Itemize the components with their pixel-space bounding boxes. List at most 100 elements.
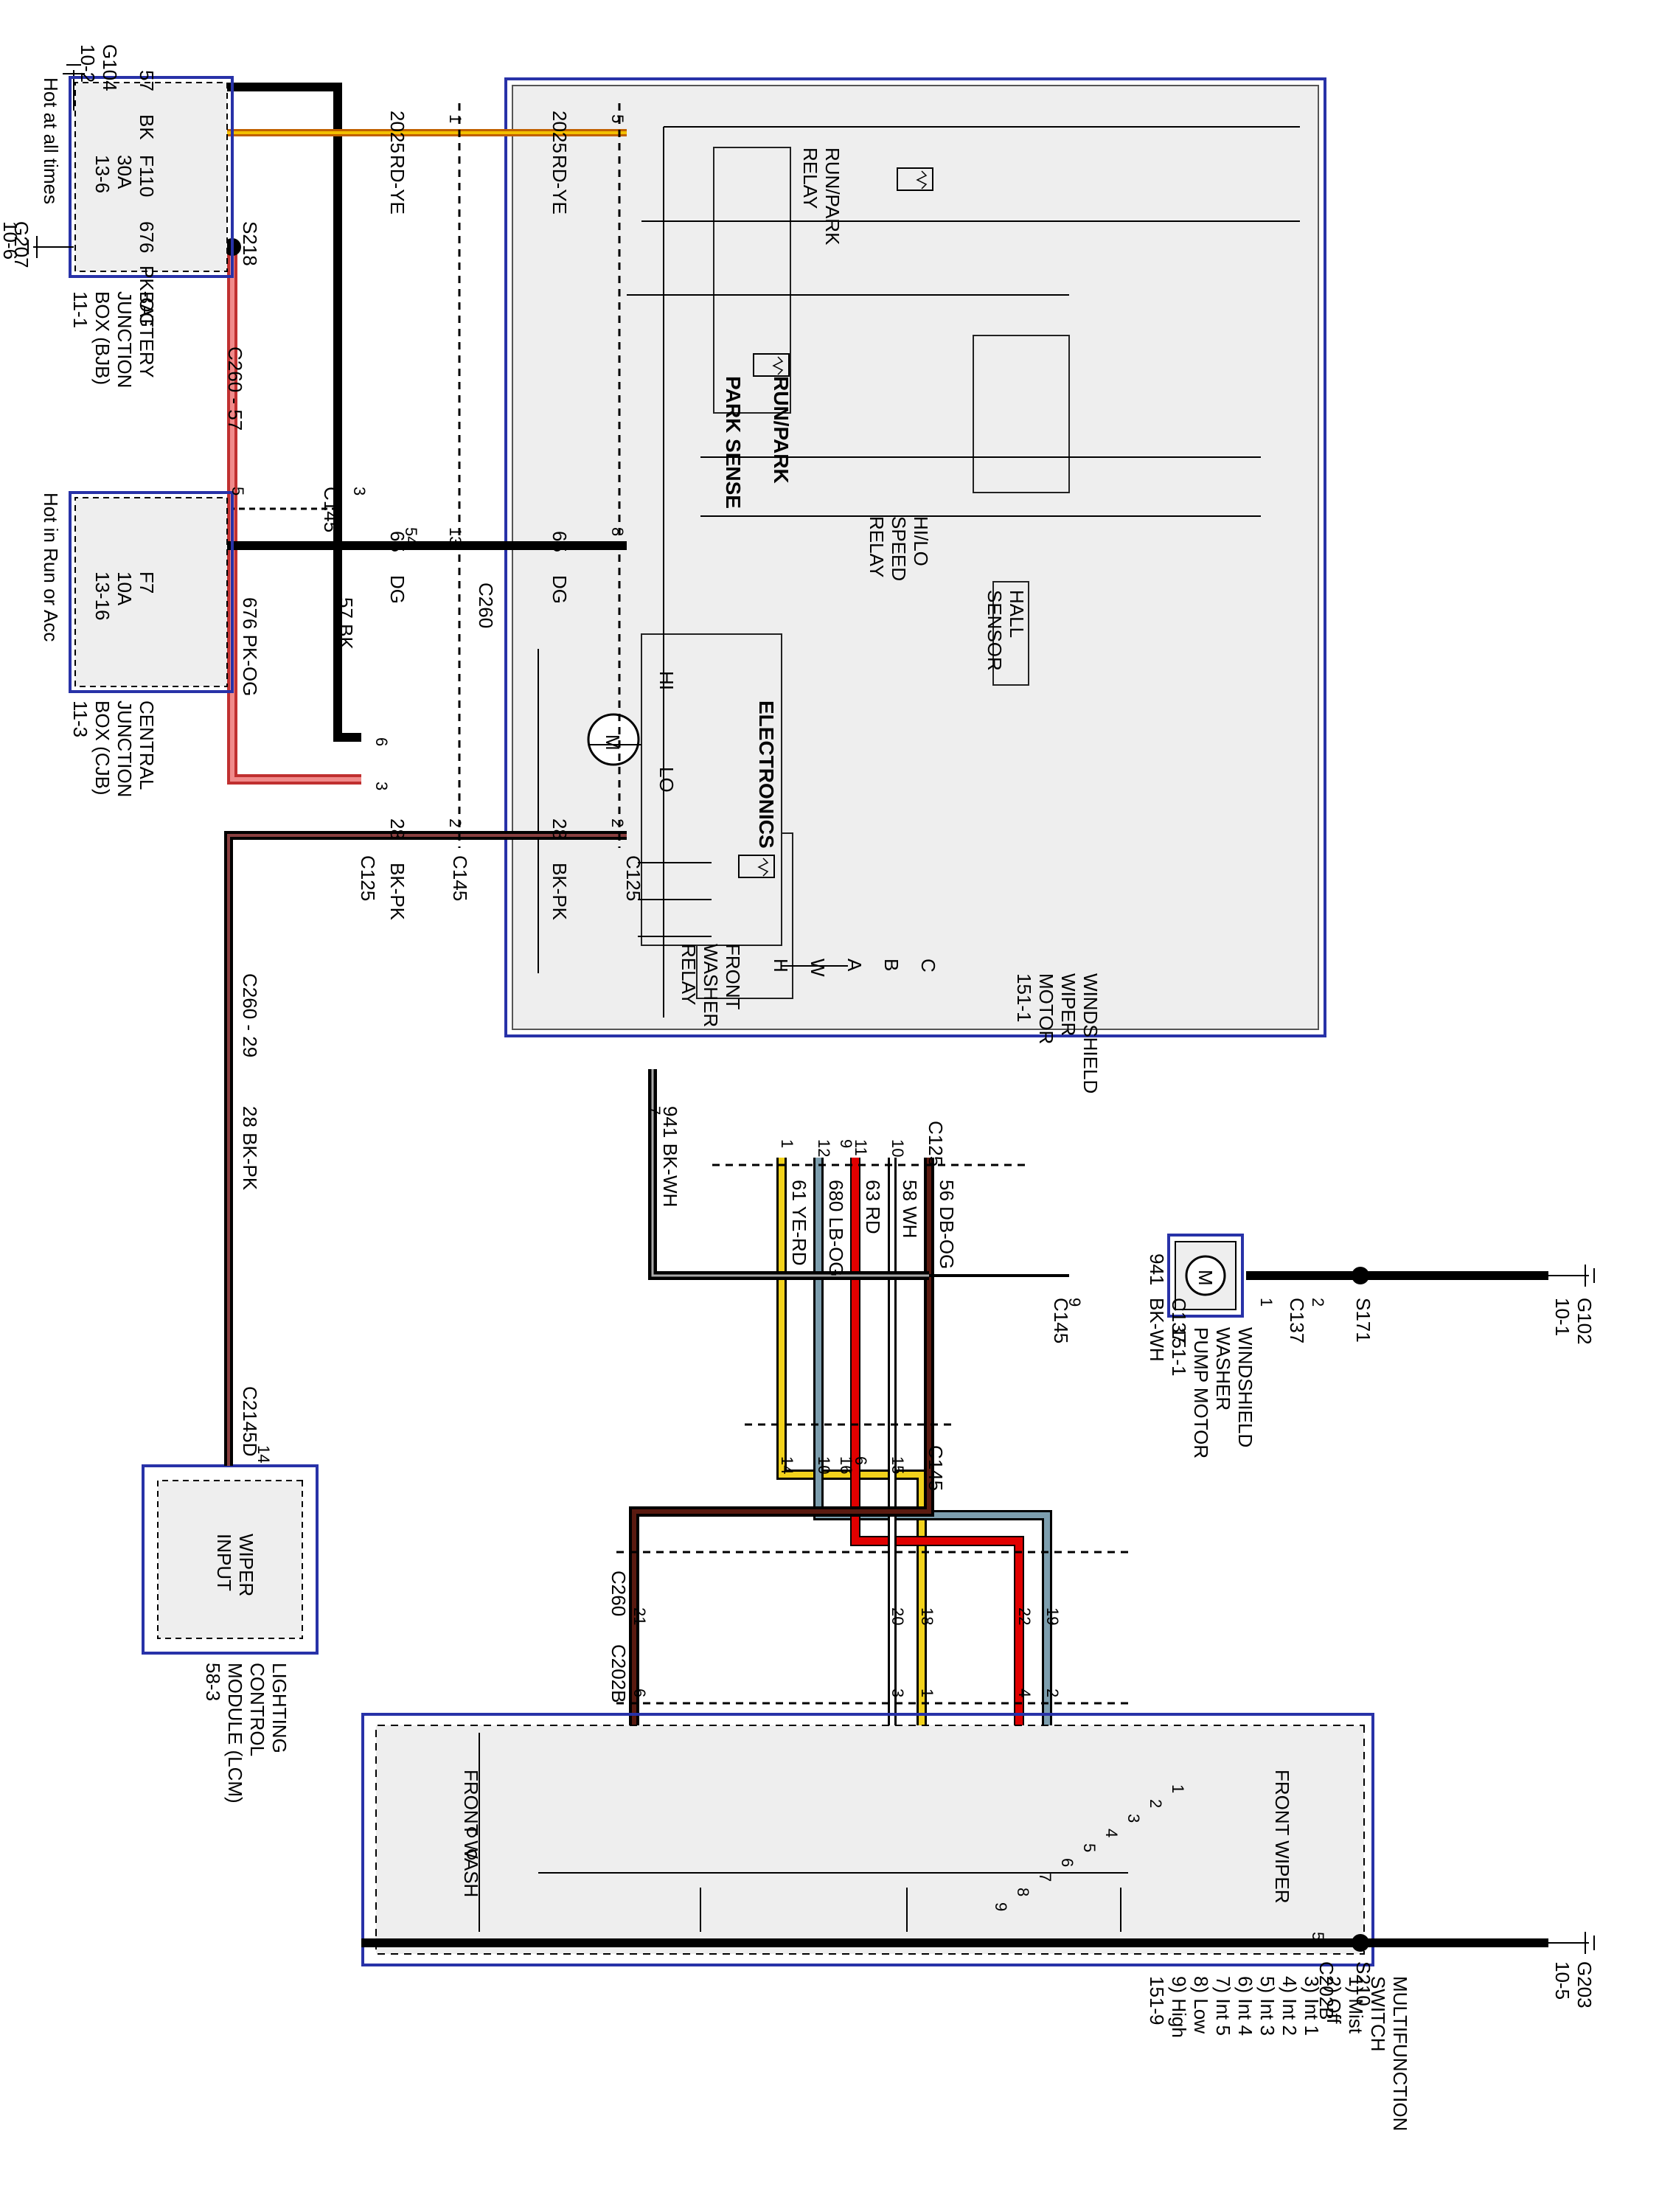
c137-b: C137 [1168,1298,1190,1343]
lcm-name-3: MODULE (LCM) [224,1663,246,1804]
multifunction-switch-box [361,1713,1374,1966]
washer-pump-name-3: PUMP MOTOR [1190,1327,1212,1458]
bundle-58: 58 WH [899,1180,921,1238]
mfs-ref: 151-9 [1146,1976,1168,2025]
c125-a: C125 [357,855,379,901]
pin-1: 1 [446,114,465,123]
w57-vert: 57 BK [335,597,357,650]
motor-pin-b: B [880,959,902,971]
lcm-name-2: CONTROL [246,1663,268,1756]
mfs-legend-6: 6) Int 4 [1234,1976,1256,2036]
g203-l1: G203 [1573,1961,1596,2008]
washer-pump-name-1: WINDSHIELD [1234,1327,1256,1447]
mfs-pos-8: 8 [1014,1888,1032,1896]
c260-57: C260 - 57 [224,347,246,431]
run-park-relay-l2: RELAY [799,147,821,209]
c202b-1: 1 [918,1688,936,1697]
mfs-legend-4: 4) Int 2 [1279,1976,1301,2036]
splice-s210: S210 [1352,1961,1374,2006]
mfs-legend-5: 5) Int 3 [1256,1976,1279,2036]
bjb-name-4: 11-1 [69,291,91,328]
cjb-name-1: CENTRAL [136,700,158,790]
pin-2c: 2 [1309,1298,1327,1307]
pin-5b: 5 [229,487,247,495]
mfs-legend-9: 9) High [1168,1976,1190,2038]
mfs-legend-3: 3) Int 1 [1301,1976,1323,2036]
wiper-motor-box [504,77,1326,1037]
bjb-box [69,76,234,278]
g102-l2: 10-1 [1551,1298,1573,1336]
mfs-pos-5: 5 [1080,1843,1099,1852]
mfs-pos-7: 7 [1036,1873,1054,1882]
ground-g203 [1548,1932,1595,1954]
hilo-relay-l2: SPEED [888,516,910,581]
c145-a: C145 [320,487,342,532]
w676-color: PK-OG [136,265,158,327]
washer-pump-m: M [1194,1270,1217,1286]
electronics-label: ELECTRONICS [755,700,778,849]
c260-22: 22 [1015,1607,1034,1625]
c260-bundle: C260 [608,1571,630,1616]
bc145-16: 16 [837,1456,855,1474]
c125-b: C125 [622,855,644,901]
pin-6: 6 [372,737,391,746]
w2025-circuit-b: 2025 [549,111,571,153]
front-washer-relay-l2: WASHER [700,944,722,1027]
c202b-5: 5 [1309,1932,1327,1941]
w941-vert: 941 BK-WH [659,1106,681,1207]
cjb-name-3: BOX (CJB) [91,700,114,796]
pin-5: 5 [608,114,627,123]
c260-19: 19 [1043,1607,1062,1625]
lcm-box-1: WIPER [235,1534,257,1596]
c260-18: 18 [918,1607,936,1625]
front-washer-relay-l1: FRONT [722,944,744,1010]
lcm-name-4: 58-3 [202,1663,224,1701]
bjb-fuse-3: 13-6 [91,155,114,193]
bc125-9: 9 [837,1139,855,1148]
motor-m: M [602,734,624,751]
pin-3: 3 [372,782,391,790]
pin-1b: 1 [1257,1298,1276,1307]
park-sense-label: PARK SENSE [722,376,745,509]
motor-pin-w: W [807,959,829,977]
hilo-relay-l1: HI/LO [910,516,932,566]
w676-circuit: 676 [136,221,158,253]
pin-3b: 3 [350,487,369,495]
w65-circuit-b: 65 [549,531,571,552]
cjb-box [69,491,234,693]
c202b-3: 3 [888,1688,907,1697]
lcm-box-2: INPUT [213,1534,235,1591]
w676-vert: 676 PK-OG [239,597,261,696]
w28-color-b: BK-PK [549,863,571,921]
w65-circuit-a: 65 [386,531,408,552]
c137-a: C137 [1286,1298,1308,1343]
w65-color-b: DG [549,575,571,604]
bjb-fuse-1: F110 [136,155,158,197]
w941-color: BK-WH [1146,1298,1168,1362]
washer-pump-name-4: 151-1 [1168,1327,1190,1377]
w57-circuit: 57 [136,70,158,91]
pin-9: 9 [1065,1298,1084,1307]
mfs-pos-9: 9 [992,1902,1010,1911]
g207-l2: 10-6 [0,221,21,260]
bc125-10: 10 [888,1139,907,1157]
run-park-relay-l1: RUN/PARK [821,147,844,246]
bjb-name-3: BOX (BJB) [91,291,114,385]
bc145-14: 14 [778,1456,796,1474]
cjb-fuse-2: 10A [114,571,136,606]
bjb-note: Hot at all times [40,77,62,204]
mfs-name-1: MULTIFUNCTION [1389,1976,1411,2131]
c145-941: C145 [1050,1298,1072,1343]
g104-l1: G104 [99,44,121,91]
c260-a: C260 [475,582,497,628]
c202b-6: 6 [630,1688,649,1697]
cjb-name-2: JUNCTION [114,700,136,797]
bundle-61: 61 YE-RD [788,1180,810,1266]
washer-pump-name-2: WASHER [1212,1327,1234,1411]
bc125-12: 12 [815,1139,833,1157]
ground-g102 [1548,1265,1595,1287]
hilo-relay-l3: RELAY [866,516,888,577]
g104-l2: 10-2 [77,44,99,83]
